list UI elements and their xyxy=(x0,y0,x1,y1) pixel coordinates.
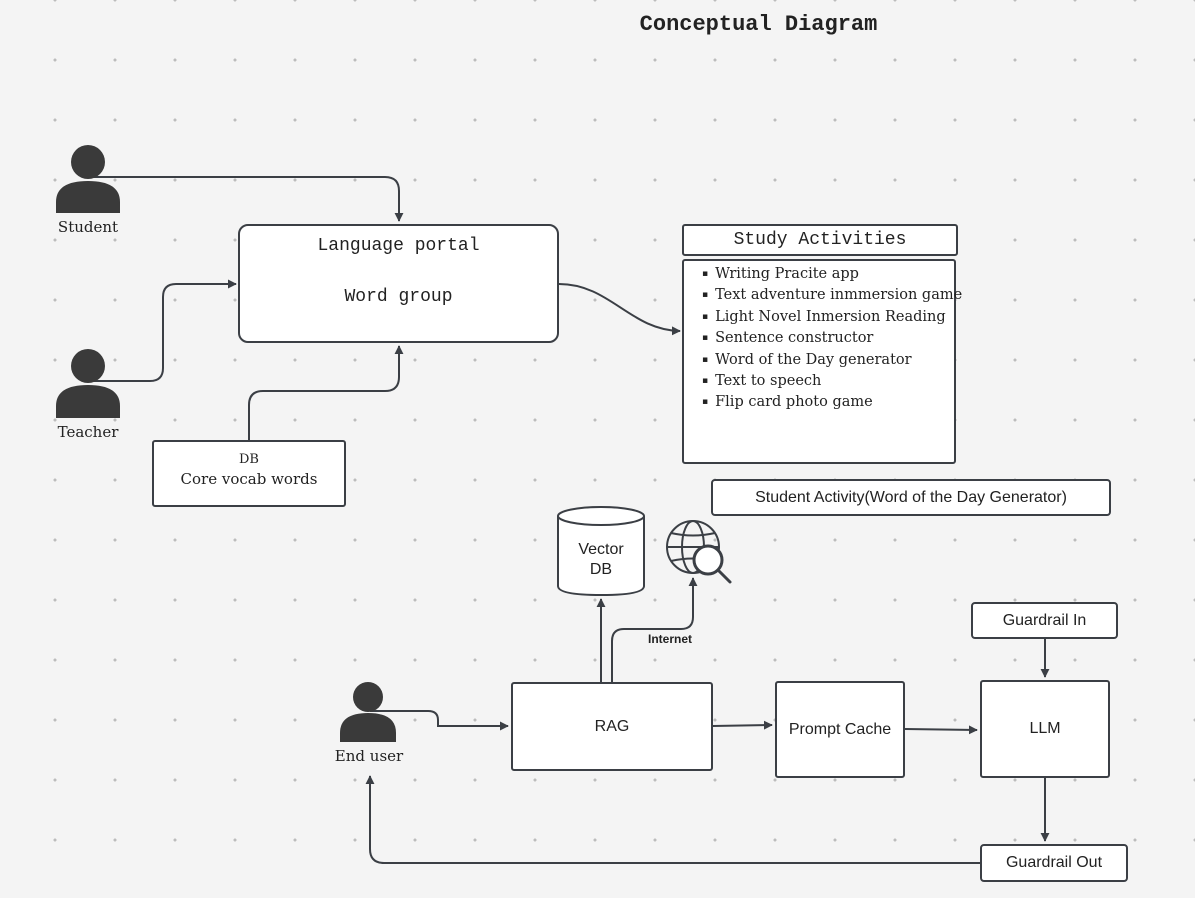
activity-item: Sentence constructor xyxy=(702,329,954,350)
activity-item: Text adventure inmmersion game xyxy=(702,286,962,307)
vector-db-label: Vector DB xyxy=(558,540,644,580)
rag-box[interactable]: RAG xyxy=(511,682,713,771)
arrow-portal-to-activities xyxy=(558,283,681,336)
llm-box[interactable]: LLM xyxy=(980,680,1110,778)
activity-item: Word of the Day generator xyxy=(702,351,954,372)
vector-db-line1: Vector xyxy=(578,541,624,558)
teacher-label: Teacher xyxy=(57,423,119,441)
arrow-student-to-portal xyxy=(88,176,404,222)
page-title: Conceptual Diagram xyxy=(639,12,878,37)
study-activities-list[interactable]: Writing Pracite app Text adventure inmme… xyxy=(682,259,962,464)
teacher-person-icon xyxy=(56,349,120,418)
end-user-label: End user xyxy=(334,747,404,765)
activity-item: Flip card photo game xyxy=(702,393,954,414)
db-label: DB xyxy=(239,452,259,467)
arrow-rag-to-internet xyxy=(611,577,698,682)
core-vocab-db-box[interactable]: DB Core vocab words xyxy=(152,440,346,507)
student-activity-banner[interactable]: Student Activity(Word of the Day Generat… xyxy=(711,479,1111,516)
prompt-cache-box[interactable]: Prompt Cache xyxy=(775,681,905,778)
guardrail-in-box[interactable]: Guardrail In xyxy=(971,602,1118,639)
study-activities-title[interactable]: Study Activities xyxy=(682,224,958,256)
end-user-person-icon xyxy=(340,682,396,742)
arrow-promptcache-to-llm xyxy=(904,725,978,735)
search-magnifier-icon xyxy=(692,544,732,584)
activity-item: Writing Pracite app xyxy=(702,265,954,286)
activity-item: Text to speech xyxy=(702,372,954,393)
portal-subtitle: Word group xyxy=(344,287,453,307)
arrow-db-to-portal xyxy=(248,345,404,440)
vector-db-cylinder xyxy=(557,506,645,597)
language-portal-box[interactable]: Language portal Word group xyxy=(238,224,559,343)
activity-item: Light Novel Inmersion Reading xyxy=(702,308,954,329)
student-person-icon xyxy=(56,145,120,213)
guardrail-out-box[interactable]: Guardrail Out xyxy=(980,844,1128,882)
db-description: Core vocab words xyxy=(180,470,318,488)
internet-label: Internet xyxy=(648,632,693,646)
portal-title: Language portal xyxy=(317,236,480,256)
arrow-teacher-to-portal xyxy=(88,279,237,382)
arrow-guardrailout-to-enduser xyxy=(365,775,980,864)
arrow-enduser-to-rag xyxy=(370,710,509,731)
student-label: Student xyxy=(57,218,119,236)
vector-db-line2: DB xyxy=(589,561,613,578)
arrow-rag-to-promptcache xyxy=(712,720,773,730)
